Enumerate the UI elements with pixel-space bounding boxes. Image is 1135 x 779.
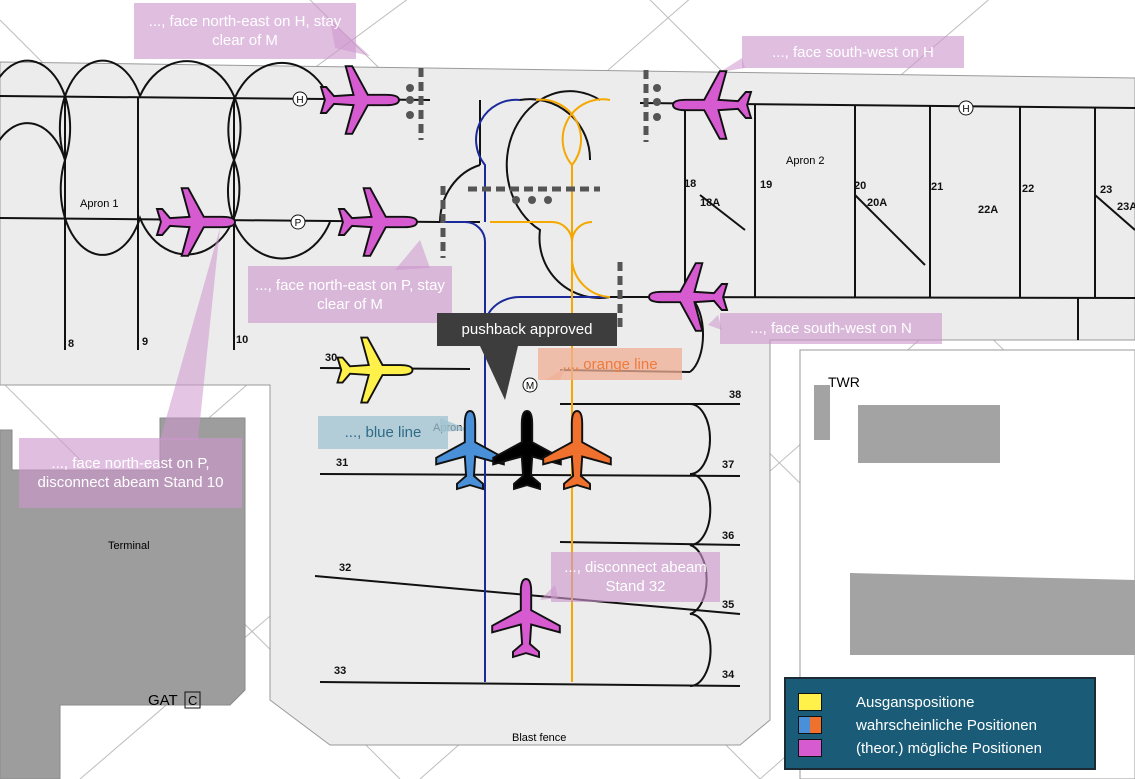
stand-23: 23 bbox=[1100, 184, 1112, 196]
stand-33: 33 bbox=[334, 665, 346, 677]
tower-label: TWR bbox=[828, 374, 860, 390]
taxiway-marker-h-west: H bbox=[292, 91, 308, 107]
stand-35: 35 bbox=[722, 599, 734, 611]
legend-label-possible: (theor.) mögliche Positionen bbox=[856, 739, 1042, 757]
taxiway-marker-p: P bbox=[290, 214, 306, 230]
taxiway-marker-h-east: H bbox=[958, 100, 974, 116]
gat-label: GAT bbox=[148, 692, 178, 709]
legend-item-initial: Ausganspositione bbox=[798, 691, 974, 713]
svg-text:H: H bbox=[962, 104, 969, 115]
svg-text:P: P bbox=[295, 218, 302, 229]
callout-blue-line: ..., blue line bbox=[318, 416, 448, 449]
legend-swatch-blue-orange bbox=[798, 716, 822, 734]
stand-10: 10 bbox=[236, 334, 248, 346]
legend-item-probable: wahrscheinliche Positionen bbox=[798, 714, 1037, 736]
callout-p-disconnect: ..., face north-east on P, disconnect ab… bbox=[19, 438, 242, 508]
terminal-building bbox=[0, 417, 246, 779]
callout-orange-line: ..., orange line bbox=[538, 348, 682, 380]
stand-32: 32 bbox=[339, 562, 351, 574]
stand-20a: 20A bbox=[867, 197, 887, 209]
stand-18: 18 bbox=[684, 178, 696, 190]
stand-30: 30 bbox=[325, 352, 337, 364]
apron-2-label: Apron 2 bbox=[786, 155, 825, 167]
stand-38: 38 bbox=[729, 389, 741, 401]
legend-label-probable: wahrscheinliche Positionen bbox=[856, 716, 1037, 734]
stand-37: 37 bbox=[722, 459, 734, 471]
legend-swatch-magenta bbox=[798, 739, 822, 757]
svg-text:H: H bbox=[296, 95, 303, 106]
blast-fence-label: Blast fence bbox=[512, 732, 566, 744]
stand-22a: 22A bbox=[978, 204, 998, 216]
terminal-label: Terminal bbox=[108, 540, 150, 552]
stand-8: 8 bbox=[68, 338, 74, 350]
stand-36: 36 bbox=[722, 530, 734, 542]
callout-disconnect-32: ..., disconnect abeam Stand 32 bbox=[551, 552, 720, 602]
stand-21: 21 bbox=[931, 181, 943, 193]
callout-n-south: ..., face south-west on N bbox=[720, 313, 942, 344]
callout-h-north: ..., face north-east on H, stay clear of… bbox=[134, 3, 356, 59]
apron-1-label: Apron 1 bbox=[80, 198, 119, 210]
gat-marker: C bbox=[188, 693, 197, 708]
stand-31: 31 bbox=[336, 457, 348, 469]
stand-18a: 18A bbox=[700, 197, 720, 209]
legend-label-initial: Ausganspositione bbox=[856, 693, 975, 711]
callout-h-south: ..., face south-west on H bbox=[742, 36, 964, 68]
tower-building bbox=[814, 385, 830, 440]
stand-9: 9 bbox=[142, 336, 148, 348]
stand-20: 20 bbox=[854, 180, 866, 192]
svg-text:M: M bbox=[526, 381, 534, 392]
callout-p-north: ..., face north-east on P, stay clear of… bbox=[248, 266, 452, 323]
stand-22: 22 bbox=[1022, 183, 1034, 195]
taxiway-marker-m: M bbox=[522, 377, 538, 393]
legend: Ausganspositione wahrscheinliche Positio… bbox=[784, 677, 1096, 770]
orange-guidance-line bbox=[490, 98, 611, 682]
stand-19: 19 bbox=[760, 179, 772, 191]
stand-34: 34 bbox=[722, 669, 735, 681]
legend-item-possible: (theor.) mögliche Positionen bbox=[798, 737, 1042, 759]
legend-swatch-yellow bbox=[798, 693, 822, 711]
callout-pushback: pushback approved bbox=[437, 313, 617, 346]
stand-23a: 23A bbox=[1117, 201, 1135, 213]
